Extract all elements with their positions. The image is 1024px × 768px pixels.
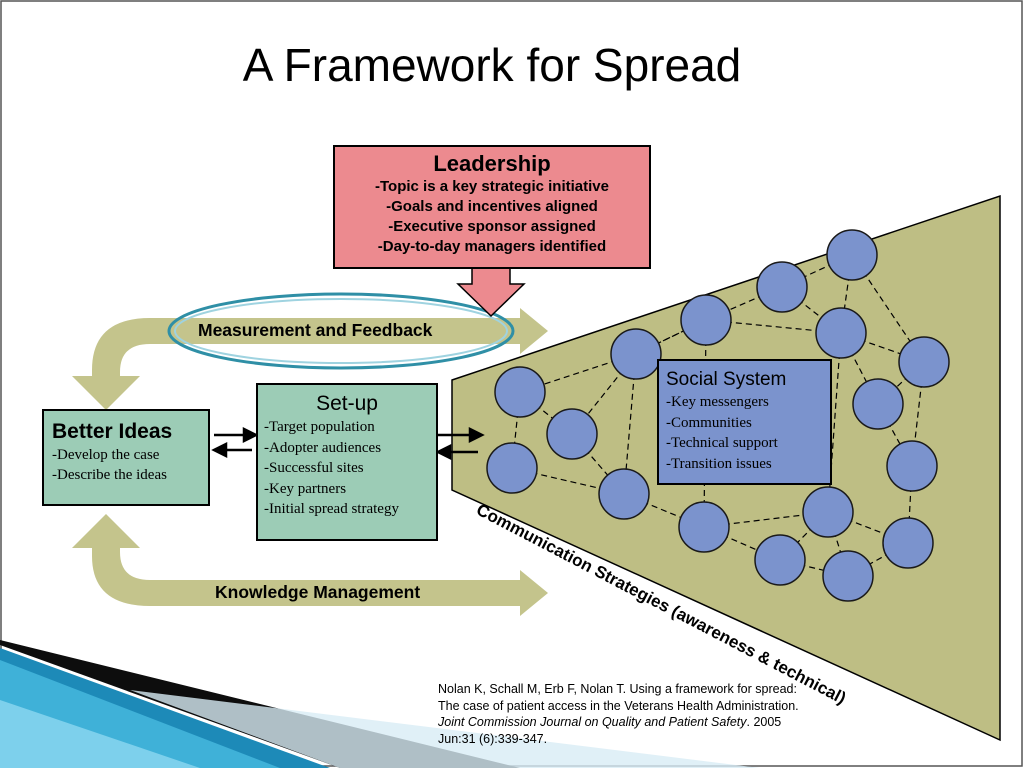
leadership-heading: Leadership: [433, 151, 551, 176]
measurement-feedback-label: Measurement and Feedback: [198, 320, 433, 340]
setup-item: -Adopter audiences: [264, 439, 382, 456]
page-title-text: A Framework for Spread: [242, 39, 742, 91]
knowledge-management-label: Knowledge Management: [215, 582, 421, 602]
network-node: [826, 229, 878, 281]
citation-line: Nolan K, Schall M, Erb F, Nolan T. Using…: [438, 682, 797, 696]
network-node: [754, 534, 806, 586]
leadership-arrow: [456, 267, 526, 318]
setup-box: Set-up -Target population -Adopter audie…: [256, 383, 438, 541]
setup-item: -Initial spread strategy: [264, 501, 399, 517]
citation-journal: Joint Commission Journal on Quality and …: [438, 715, 747, 729]
page-title: A Framework for Spread: [0, 38, 1024, 92]
feedback-arrows: [72, 308, 548, 616]
network-link: [911, 361, 925, 467]
exchange-arrows: [211, 426, 485, 461]
corner-decoration: [0, 640, 760, 768]
leadership-box: Leadership -Topic is a key strategic ini…: [333, 145, 651, 269]
leadership-item: -Day-to-day managers identified: [377, 238, 607, 255]
citation-line: Jun:31 (6):339-347.: [438, 731, 548, 746]
social-system-item: -Communities: [666, 414, 752, 431]
setup-item: -Key partners: [264, 480, 347, 497]
network-node: [610, 328, 662, 380]
leadership-item: -Executive sponsor assigned: [388, 218, 596, 235]
network-node: [882, 517, 934, 569]
network-node: [822, 550, 874, 602]
setup-item: -Target population: [264, 419, 375, 435]
measurement-arrow: [72, 308, 548, 410]
citation-year: . 2005: [746, 715, 782, 729]
leadership-item: -Topic is a key strategic initiative: [375, 178, 609, 195]
network-node: [802, 486, 854, 538]
network-node: [815, 307, 867, 359]
citation-line: The case of patient access in the Vetera…: [438, 698, 799, 713]
measurement-highlight: [167, 292, 515, 370]
better-ideas-box: Better Ideas -Develop the case -Describe…: [42, 409, 210, 506]
better-ideas-heading: Better Ideas: [52, 420, 173, 443]
network-node: [852, 378, 904, 430]
social-system-item: -Technical support: [666, 435, 778, 451]
network-node: [678, 501, 730, 553]
network-node: [898, 336, 950, 388]
social-system-item: -Transition issues: [666, 455, 772, 472]
leadership-item: -Goals and incentives aligned: [386, 198, 598, 215]
network-node: [546, 408, 598, 460]
network-node: [494, 366, 546, 418]
network-node: [756, 261, 808, 313]
network-node: [680, 294, 732, 346]
knowledge-arrow: [72, 514, 548, 616]
network-node: [886, 440, 938, 492]
network-nodes: [486, 229, 950, 602]
social-system-heading: Social System: [666, 369, 787, 390]
social-system-box: Social System -Key messengers -Communiti…: [657, 359, 832, 485]
setup-heading: Set-up: [316, 392, 378, 415]
citation-line: Joint Commission Journal on Quality and …: [438, 714, 868, 731]
better-ideas-item: -Describe the ideas: [52, 467, 167, 483]
network-node: [598, 468, 650, 520]
network-node: [486, 442, 538, 494]
citation: Nolan K, Schall M, Erb F, Nolan T. Using…: [438, 681, 868, 747]
social-system-item: -Key messengers: [666, 394, 769, 410]
setup-item: -Successful sites: [264, 460, 364, 476]
better-ideas-item: -Develop the case: [52, 447, 160, 463]
